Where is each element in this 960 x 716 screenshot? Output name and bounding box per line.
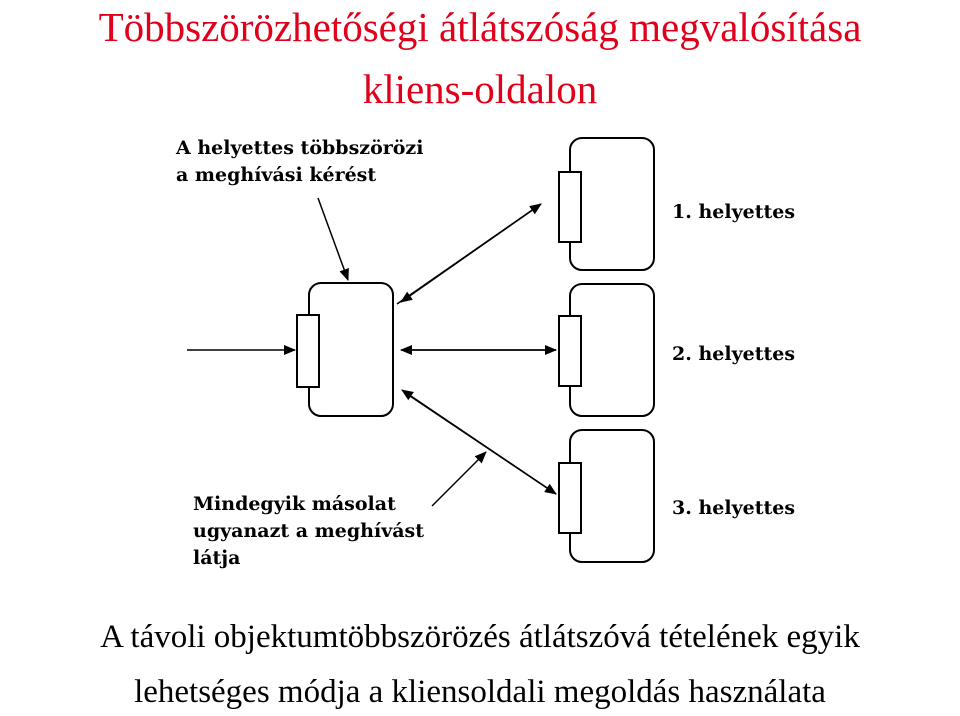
proxy-label-3: 3. helyettes bbox=[672, 497, 795, 519]
title-line-1: Többszörözhetőségi átlátszóság megvalósí… bbox=[98, 4, 862, 50]
annotation-bottom-line-1: Mindegyik másolat bbox=[193, 493, 396, 515]
replica-2-stub bbox=[558, 315, 582, 387]
title-line-2: kliens-oldalon bbox=[362, 66, 598, 112]
replica-3 bbox=[558, 429, 655, 563]
annotation-top-line-2: a meghívási kérést bbox=[176, 164, 376, 186]
replica-2 bbox=[558, 283, 655, 417]
replica-1 bbox=[558, 137, 655, 271]
caption-line-1: A távoli objektumtöbbszörözés átlátszóvá… bbox=[100, 619, 860, 655]
proxy-label-1: 1. helyettes bbox=[672, 201, 795, 223]
annotation-top-line-1: A helyettes többszörözi bbox=[175, 137, 423, 159]
annotation-bottom-line-3: látja bbox=[193, 547, 241, 569]
replica-3-stub bbox=[558, 462, 582, 534]
arrow-annotation-top bbox=[317, 197, 349, 281]
arrow-from-replica-1 bbox=[400, 203, 542, 303]
arrow-annotation-bottom bbox=[431, 451, 487, 507]
annotation-bottom-line-2: ugyanazt a meghívást bbox=[193, 520, 424, 542]
proxy-label-2: 2. helyettes bbox=[672, 343, 795, 365]
arrow-from-replica-3 bbox=[401, 389, 557, 495]
replica-1-stub bbox=[558, 171, 582, 243]
caption-line-2: lehetséges módja a kliensoldali megoldás… bbox=[134, 674, 826, 710]
client-proxy-stub bbox=[296, 314, 320, 388]
client-object bbox=[296, 282, 394, 417]
